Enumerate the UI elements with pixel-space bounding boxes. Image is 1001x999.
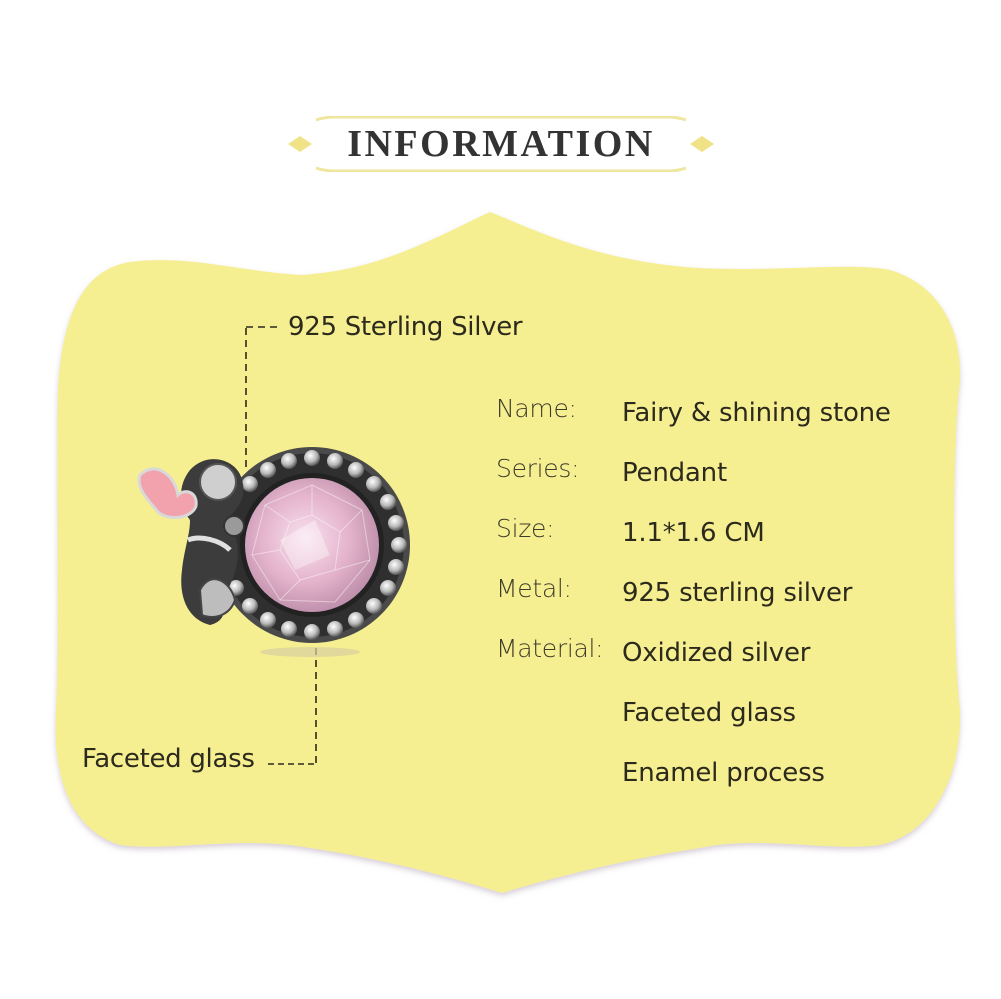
spec-label: Name: <box>496 394 577 423</box>
spec-value: 1.1*1.6 CM <box>622 518 765 548</box>
spec-label: Metal: <box>496 574 572 603</box>
diamond-left-icon <box>288 136 312 152</box>
spec-value: 925 sterling silver <box>622 578 853 608</box>
fairy-figure <box>181 459 245 625</box>
spec-value: Faceted glass <box>622 698 796 728</box>
callout-faceted-glass: Faceted glass <box>82 744 255 774</box>
spec-label: Series: <box>496 454 580 483</box>
header-frame <box>288 116 714 172</box>
diamond-right-icon <box>690 136 714 152</box>
fairy-wing <box>137 467 198 520</box>
spec-label: Size: <box>496 514 555 543</box>
spec-label: Material: <box>496 634 604 663</box>
spec-value: Oxidized silver <box>622 638 811 668</box>
header-title: INFORMATION <box>347 123 655 165</box>
callout-sterling-silver: 925 Sterling Silver <box>288 312 523 342</box>
section-header: INFORMATION <box>286 116 716 172</box>
pink-stone <box>245 478 379 612</box>
spec-value: Pendant <box>622 458 727 488</box>
spec-value: Fairy & shining stone <box>622 398 891 428</box>
product-image <box>137 447 410 657</box>
spec-value: Enamel process <box>622 758 825 788</box>
